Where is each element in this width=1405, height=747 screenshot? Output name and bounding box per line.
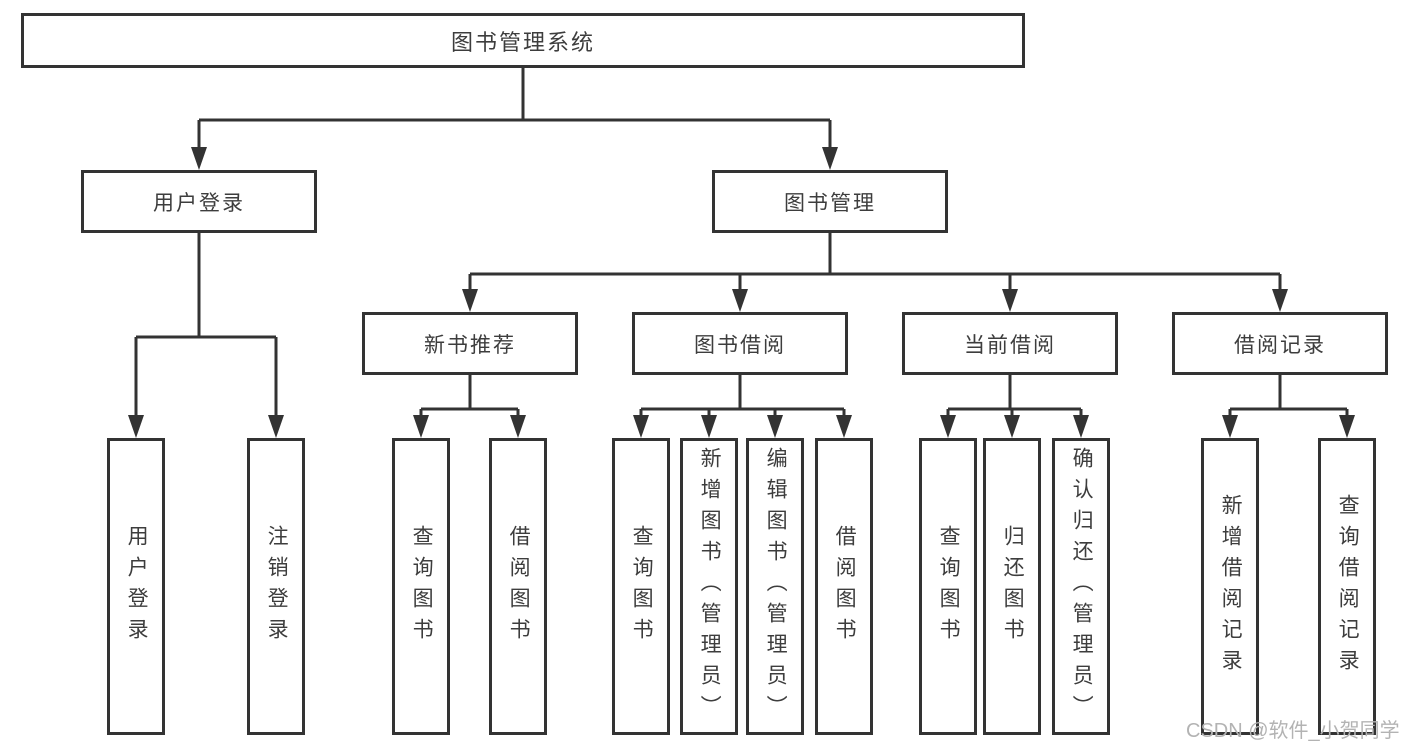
leaf-query-books-recommendation: 查询图书 <box>392 438 450 735</box>
leaf-add-book-admin: 新增图书（管理员） <box>680 438 738 735</box>
node-new-book-recommendation: 新书推荐 <box>362 312 578 375</box>
node-library-management-system: 图书管理系统 <box>21 13 1025 68</box>
node-user-login: 用户登录 <box>81 170 317 233</box>
leaf-edit-book-admin: 编辑图书（管理员） <box>746 438 804 735</box>
leaf-query-books-current: 查询图书 <box>919 438 977 735</box>
leaf-add-borrow-record: 新增借阅记录 <box>1201 438 1259 735</box>
node-current-borrowing: 当前借阅 <box>902 312 1118 375</box>
node-borrowing-records: 借阅记录 <box>1172 312 1388 375</box>
node-book-management: 图书管理 <box>712 170 948 233</box>
leaf-borrow-books-recommendation: 借阅图书 <box>489 438 547 735</box>
leaf-user-login: 用户登录 <box>107 438 165 735</box>
leaf-logout: 注销登录 <box>247 438 305 735</box>
leaf-query-borrow-record: 查询借阅记录 <box>1318 438 1376 735</box>
leaf-query-books-borrowing: 查询图书 <box>612 438 670 735</box>
leaf-return-book: 归还图书 <box>983 438 1041 735</box>
watermark: CSDN @软件_小贺同学 <box>1186 720 1400 742</box>
leaf-confirm-return-admin: 确认归还（管理员） <box>1052 438 1110 735</box>
leaf-borrow-books: 借阅图书 <box>815 438 873 735</box>
node-book-borrowing: 图书借阅 <box>632 312 848 375</box>
